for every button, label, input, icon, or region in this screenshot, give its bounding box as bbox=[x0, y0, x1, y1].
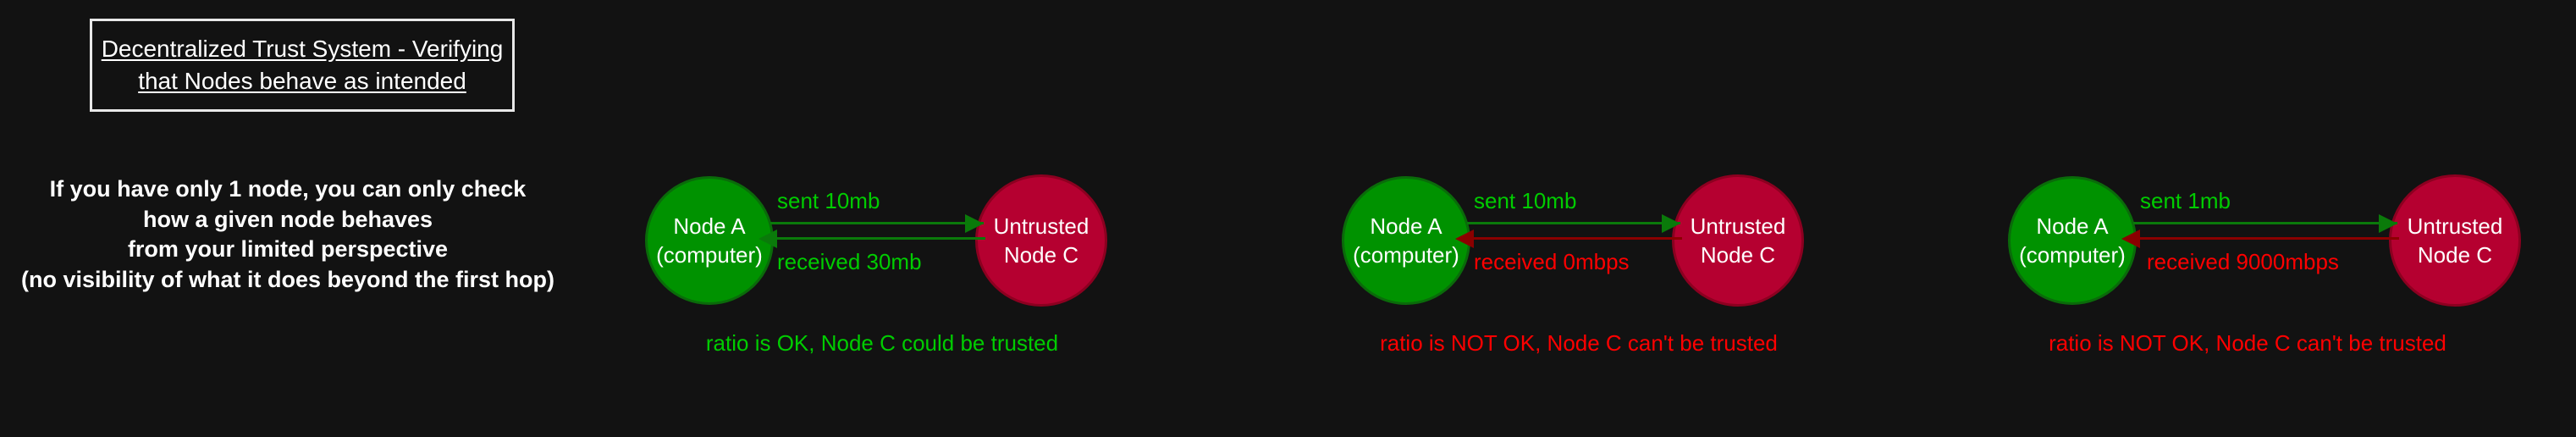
node-a-circle[interactable]: Node A (computer) bbox=[1342, 176, 1470, 305]
node-c-circle[interactable]: Untrusted Node C bbox=[2389, 174, 2521, 307]
received-arrow-line bbox=[1469, 237, 1682, 240]
received-label: received 0mbps bbox=[1474, 249, 1630, 274]
sent-arrow-line bbox=[770, 222, 984, 224]
received-arrow-line bbox=[2135, 237, 2399, 240]
intro-paragraph: If you have only 1 node, you can only ch… bbox=[20, 176, 554, 292]
scenario-caption: ratio is OK, Node C could be trusted bbox=[705, 330, 1059, 356]
node-c-label: Untrusted Node C bbox=[2407, 213, 2503, 268]
node-c-label: Untrusted Node C bbox=[1690, 213, 1786, 268]
sent-label: sent 10mb bbox=[777, 188, 880, 213]
received-label: received 30mb bbox=[777, 249, 922, 274]
scenario-group-1: Node A (computer) Untrusted Node C sent … bbox=[645, 0, 1119, 437]
sent-arrow-line bbox=[2133, 222, 2397, 224]
sent-arrow-head-icon bbox=[2379, 214, 2397, 233]
scenario-group-3: Node A (computer) Untrusted Node C sent … bbox=[2008, 0, 2521, 437]
title-box: Decentralized Trust System - Verifying t… bbox=[90, 19, 515, 112]
received-arrow-line bbox=[772, 237, 985, 240]
node-c-label: Untrusted Node C bbox=[993, 213, 1089, 268]
received-arrow-head-icon bbox=[2121, 230, 2140, 248]
sent-label: sent 1mb bbox=[2140, 188, 2231, 213]
received-label: received 9000mbps bbox=[2147, 249, 2339, 274]
sent-arrow-head-icon bbox=[1662, 214, 1680, 233]
received-arrow-head-icon bbox=[758, 230, 777, 248]
scenario-caption: ratio is NOT OK, Node C can't be trusted bbox=[2049, 330, 2446, 356]
sent-label: sent 10mb bbox=[1474, 188, 1577, 213]
node-c-circle[interactable]: Untrusted Node C bbox=[975, 174, 1107, 307]
node-a-label: Node A (computer) bbox=[1353, 213, 1459, 268]
scenario-caption: ratio is NOT OK, Node C can't be trusted bbox=[1380, 330, 1778, 356]
sent-arrow-head-icon bbox=[965, 214, 984, 233]
node-a-circle[interactable]: Node A (computer) bbox=[2008, 176, 2137, 305]
node-a-label: Node A (computer) bbox=[2019, 213, 2126, 268]
sent-arrow-line bbox=[1467, 222, 1680, 224]
page-title: Decentralized Trust System - Verifying t… bbox=[101, 36, 504, 94]
node-c-circle[interactable]: Untrusted Node C bbox=[1672, 174, 1804, 307]
node-a-circle[interactable]: Node A (computer) bbox=[645, 176, 774, 305]
node-a-label: Node A (computer) bbox=[656, 213, 763, 268]
received-arrow-head-icon bbox=[1455, 230, 1474, 248]
scenario-group-2: Node A (computer) Untrusted Node C sent … bbox=[1342, 0, 1816, 437]
